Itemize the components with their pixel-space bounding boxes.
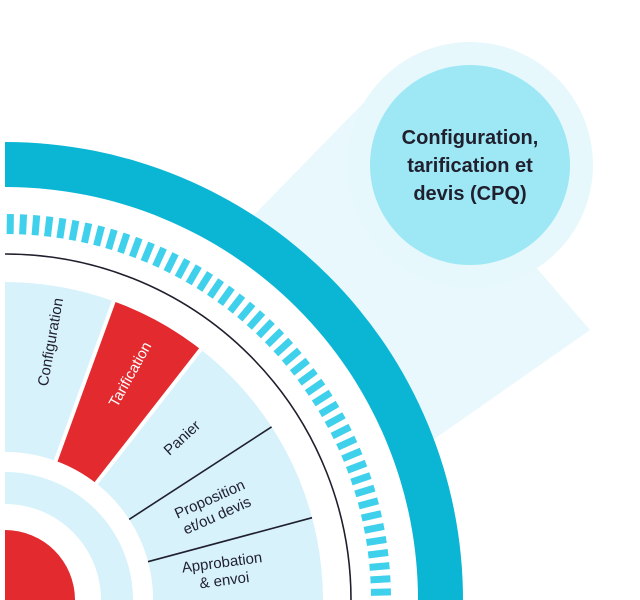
segment-label-line: & envoi — [198, 569, 250, 592]
tick-mark — [363, 523, 385, 534]
callout-title-line: devis (CPQ) — [413, 183, 526, 205]
tick-mark — [255, 319, 275, 339]
tick-mark — [289, 357, 310, 376]
tick-mark — [369, 562, 390, 571]
segment-configuration[interactable] — [5, 282, 114, 461]
tick-mark — [324, 412, 346, 428]
tick-mark — [304, 378, 326, 396]
tick-mark — [237, 301, 256, 322]
tick-mark — [264, 328, 285, 348]
tick-mark — [365, 536, 387, 547]
tick-mark — [341, 447, 363, 462]
tick-mark — [81, 222, 93, 244]
tick-mark — [185, 264, 202, 286]
segment-divider — [94, 348, 203, 485]
hub — [5, 530, 75, 600]
tick-mark — [336, 435, 358, 451]
tick-mark — [19, 214, 28, 235]
tick-mark — [246, 310, 266, 330]
tick-mark — [117, 232, 131, 254]
tick-mark — [357, 497, 379, 510]
tick-mark — [217, 285, 235, 306]
tick-mark — [152, 246, 167, 268]
tick-mark — [105, 228, 118, 250]
callout-title-line: tarification et — [407, 155, 533, 177]
segment-approbation[interactable] — [147, 517, 323, 600]
tick-mark — [196, 271, 214, 292]
segment-divider — [147, 516, 313, 563]
tick-mark — [311, 389, 333, 407]
tick-mark — [318, 400, 340, 418]
callout-circle — [370, 65, 570, 265]
tick-mark — [68, 219, 80, 241]
tick-mark — [346, 459, 368, 474]
tick-mark — [206, 278, 224, 299]
callout-title: Configuration, tarification et devis (CPQ) — [402, 127, 539, 205]
tick-mark — [44, 216, 54, 237]
tick-mark — [330, 423, 352, 440]
tick-mark — [140, 241, 155, 263]
tick-mark — [354, 484, 376, 498]
segment-divider — [128, 426, 273, 521]
callout-title-line: Configuration, — [402, 127, 539, 149]
segment-divider — [53, 300, 116, 462]
tick-mark — [174, 258, 191, 280]
tick-mark — [360, 510, 382, 522]
tick-mark — [350, 472, 372, 486]
segment-proposition[interactable] — [129, 426, 313, 562]
tick-mark — [31, 215, 41, 236]
segment-tarification[interactable] — [55, 301, 201, 484]
segment-panier[interactable] — [96, 349, 272, 520]
segment-gap-ring — [5, 255, 350, 600]
tick-mark — [163, 252, 179, 274]
tick-mark — [367, 549, 389, 559]
tick-mark — [370, 575, 391, 584]
tick-marks — [6, 213, 391, 596]
wheel-outline — [4, 253, 352, 600]
tick-mark — [273, 337, 294, 357]
callout-beam — [210, 86, 590, 470]
tick-mark — [129, 236, 143, 259]
tick-mark — [56, 217, 67, 239]
tick-mark — [281, 347, 302, 366]
tick-mark — [297, 368, 318, 386]
tick-mark — [93, 225, 105, 247]
tick-mark — [227, 293, 246, 314]
